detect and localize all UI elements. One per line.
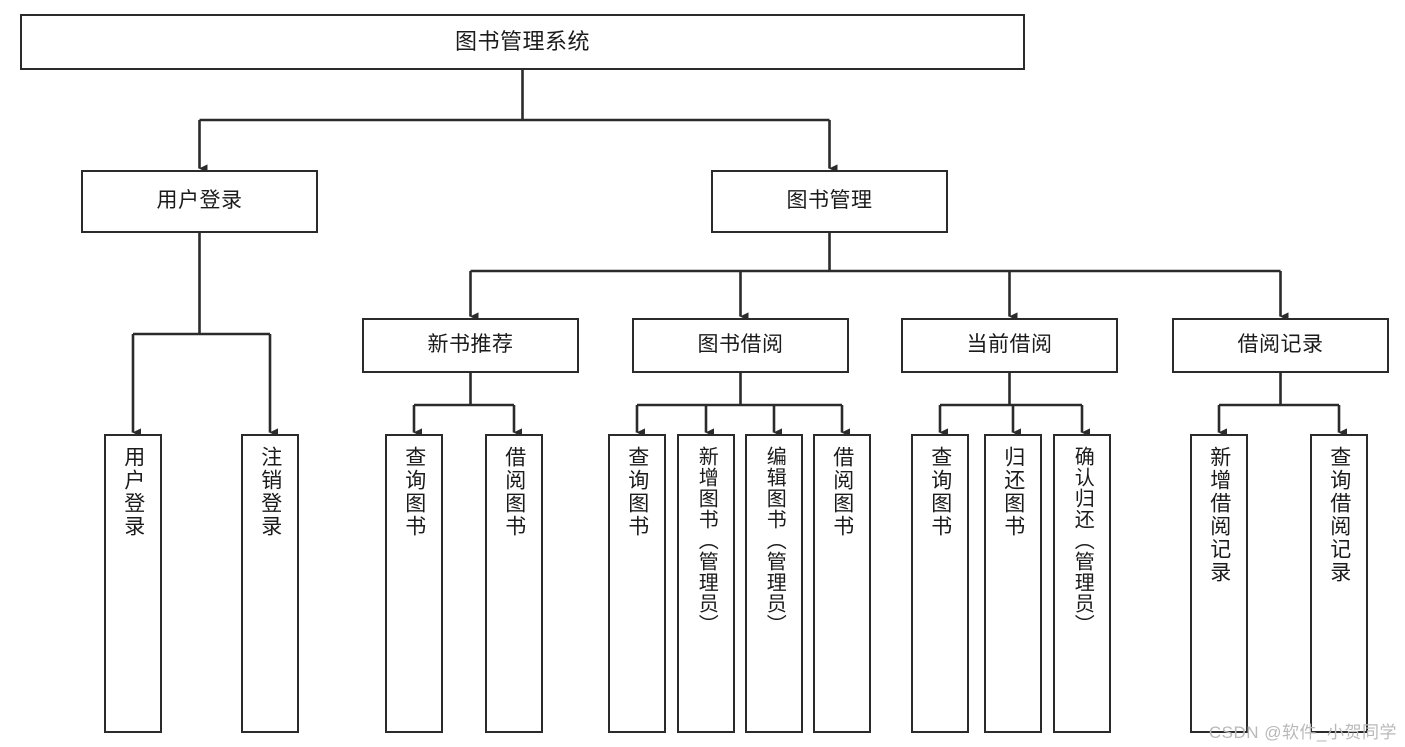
node-book-manage-label: 图书管理 <box>786 189 873 213</box>
node-book-borrow-label: 图书借阅 <box>697 333 784 357</box>
node-leaf-edit-book-label: 编辑图书（管理员） <box>763 446 786 635</box>
node-current-borrow-label: 当前借阅 <box>966 333 1053 357</box>
node-leaf-query-book-1[interactable]: 查询图书 <box>385 434 443 733</box>
node-borrow-record-label: 借阅记录 <box>1237 333 1324 357</box>
node-new-book-recommend[interactable]: 新书推荐 <box>362 318 579 373</box>
node-leaf-borrow-book-1-label: 借阅图书 <box>502 446 526 538</box>
node-leaf-return-book-label: 归还图书 <box>1001 446 1025 538</box>
node-leaf-add-book[interactable]: 新增图书（管理员） <box>677 434 735 733</box>
node-leaf-add-record[interactable]: 新增借阅记录 <box>1190 434 1248 733</box>
node-leaf-add-record-label: 新增借阅记录 <box>1207 446 1231 584</box>
node-leaf-query-book-2-label: 查询图书 <box>625 446 649 538</box>
node-leaf-add-book-label: 新增图书（管理员） <box>695 446 718 635</box>
node-leaf-return-book[interactable]: 归还图书 <box>984 434 1042 733</box>
node-leaf-query-book-3[interactable]: 查询图书 <box>911 434 969 733</box>
node-root[interactable]: 图书管理系统 <box>20 14 1025 70</box>
node-leaf-edit-book[interactable]: 编辑图书（管理员） <box>745 434 803 733</box>
node-leaf-borrow-book-2-label: 借阅图书 <box>830 446 854 538</box>
node-leaf-query-book-2[interactable]: 查询图书 <box>608 434 666 733</box>
node-current-borrow[interactable]: 当前借阅 <box>901 318 1118 373</box>
node-leaf-borrow-book-1[interactable]: 借阅图书 <box>485 434 543 733</box>
node-leaf-confirm-return[interactable]: 确认归还（管理员） <box>1053 434 1111 733</box>
node-leaf-query-record[interactable]: 查询借阅记录 <box>1310 434 1368 733</box>
node-borrow-record[interactable]: 借阅记录 <box>1172 318 1389 373</box>
node-leaf-logout-label: 注销登录 <box>258 446 282 538</box>
node-leaf-user-login[interactable]: 用户登录 <box>104 434 162 733</box>
node-leaf-confirm-return-label: 确认归还（管理员） <box>1071 446 1094 635</box>
node-book-manage[interactable]: 图书管理 <box>711 170 948 233</box>
node-leaf-query-record-label: 查询借阅记录 <box>1327 446 1351 584</box>
node-user-login-label: 用户登录 <box>156 189 243 213</box>
node-new-book-recommend-label: 新书推荐 <box>427 333 514 357</box>
watermark-text: CSDN @软件_小贺同学 <box>1208 723 1397 742</box>
node-leaf-borrow-book-2[interactable]: 借阅图书 <box>813 434 871 733</box>
node-leaf-query-book-1-label: 查询图书 <box>402 446 426 538</box>
node-leaf-logout[interactable]: 注销登录 <box>241 434 299 733</box>
node-root-label: 图书管理系统 <box>454 29 590 55</box>
node-book-borrow[interactable]: 图书借阅 <box>632 318 849 373</box>
node-user-login[interactable]: 用户登录 <box>81 170 318 233</box>
node-leaf-query-book-3-label: 查询图书 <box>928 446 952 538</box>
node-leaf-user-login-label: 用户登录 <box>121 446 145 538</box>
